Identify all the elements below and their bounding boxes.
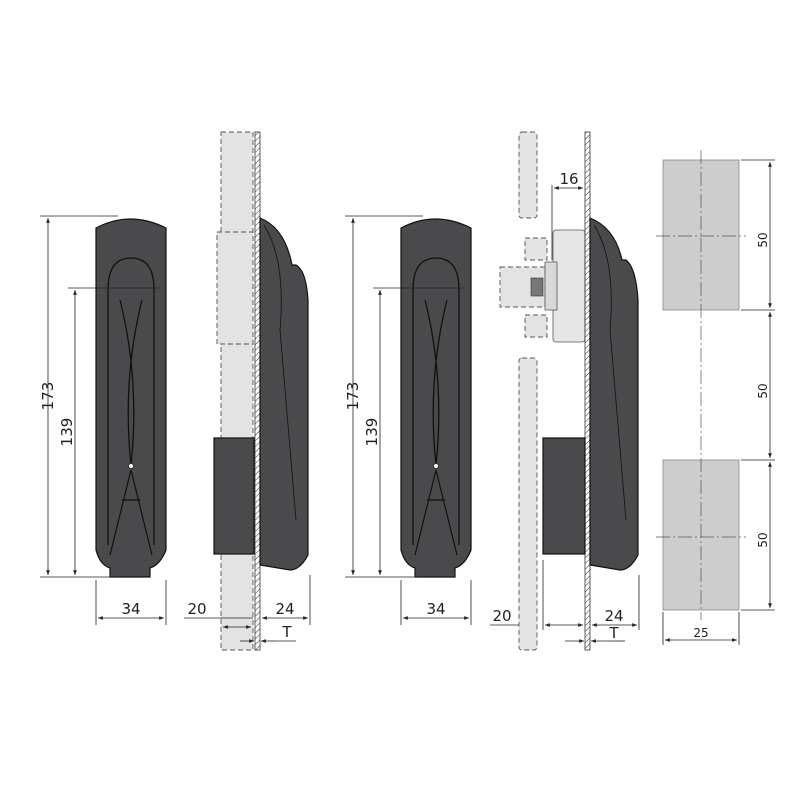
lock-housing	[213, 437, 255, 555]
panel-section	[254, 131, 261, 651]
dim-height-inner: 139	[58, 418, 76, 447]
dim-door-depth: 20	[492, 607, 511, 625]
handle-side-body	[259, 217, 309, 571]
handle-lever-lines	[414, 469, 458, 556]
lock-housing	[542, 437, 586, 555]
dim-spacing-middle: 50	[756, 383, 770, 398]
handle-grip-outline	[107, 257, 155, 545]
handle-lever-lines	[109, 469, 153, 556]
dim-cutout-width: 25	[693, 626, 708, 640]
handle-side-contour	[263, 224, 297, 521]
dim-height-inner: 139	[363, 418, 381, 447]
mounting-plate	[552, 229, 586, 343]
front-view-left: 173 139 34	[39, 215, 167, 625]
side-view-right: 16 20 24 T	[490, 131, 640, 651]
dim-handle-depth: 24	[275, 600, 294, 618]
pivot-point	[433, 463, 439, 469]
mechanism-block	[544, 261, 558, 311]
door-profile-dashed	[518, 357, 538, 651]
bolt-dashed	[524, 237, 548, 261]
handle-grip-outline	[412, 257, 460, 545]
dim-handle-depth: 24	[604, 607, 623, 625]
dim-height-total: 173	[344, 382, 362, 411]
dim-door-depth: 20	[187, 600, 206, 618]
pivot-point	[128, 463, 134, 469]
door-profile-dashed	[518, 131, 538, 219]
handle-side-contour	[593, 224, 627, 521]
mechanism-nut	[530, 277, 544, 297]
door-profile-dashed	[216, 231, 254, 345]
dim-spacing-bottom: 50	[756, 532, 770, 547]
side-view-left: 20 24 T	[184, 131, 311, 651]
door-profile-dashed	[220, 131, 254, 651]
bolt-dashed	[524, 314, 548, 338]
dim-width: 34	[426, 600, 445, 618]
dim-thickness: T	[281, 623, 292, 641]
cutout-view: 50 50 50 25	[656, 150, 775, 645]
dim-width: 34	[121, 600, 140, 618]
dim-thickness: T	[608, 624, 619, 642]
handle-body	[95, 218, 167, 578]
dim-spacing-top: 50	[756, 232, 770, 247]
panel-section	[584, 131, 591, 651]
dim-mechanism-offset: 16	[559, 170, 578, 188]
front-view-right: 173 139 34	[344, 215, 472, 625]
handle-body	[400, 218, 472, 578]
handle-side-body	[589, 217, 639, 571]
dim-height-total: 173	[39, 382, 57, 411]
